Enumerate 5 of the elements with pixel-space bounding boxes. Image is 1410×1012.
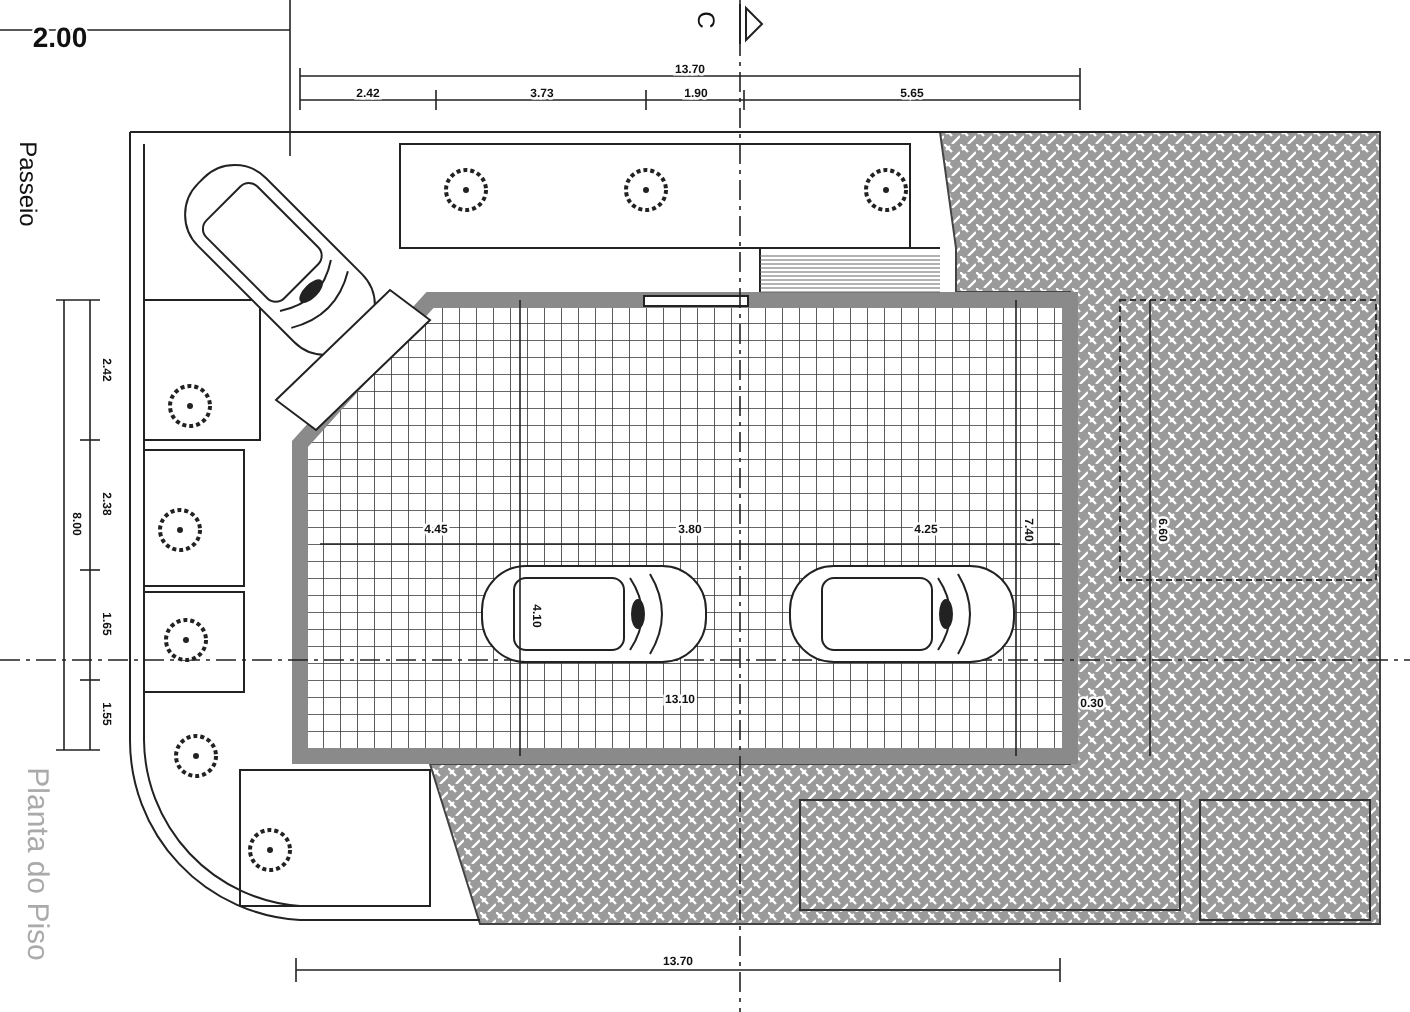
section-label: C	[691, 11, 720, 29]
threshold-slab	[274, 288, 432, 432]
dimension-label: 2.00	[32, 21, 88, 54]
street-label: Passeio	[13, 141, 42, 227]
drawing-title: Planta do Piso	[20, 767, 55, 961]
